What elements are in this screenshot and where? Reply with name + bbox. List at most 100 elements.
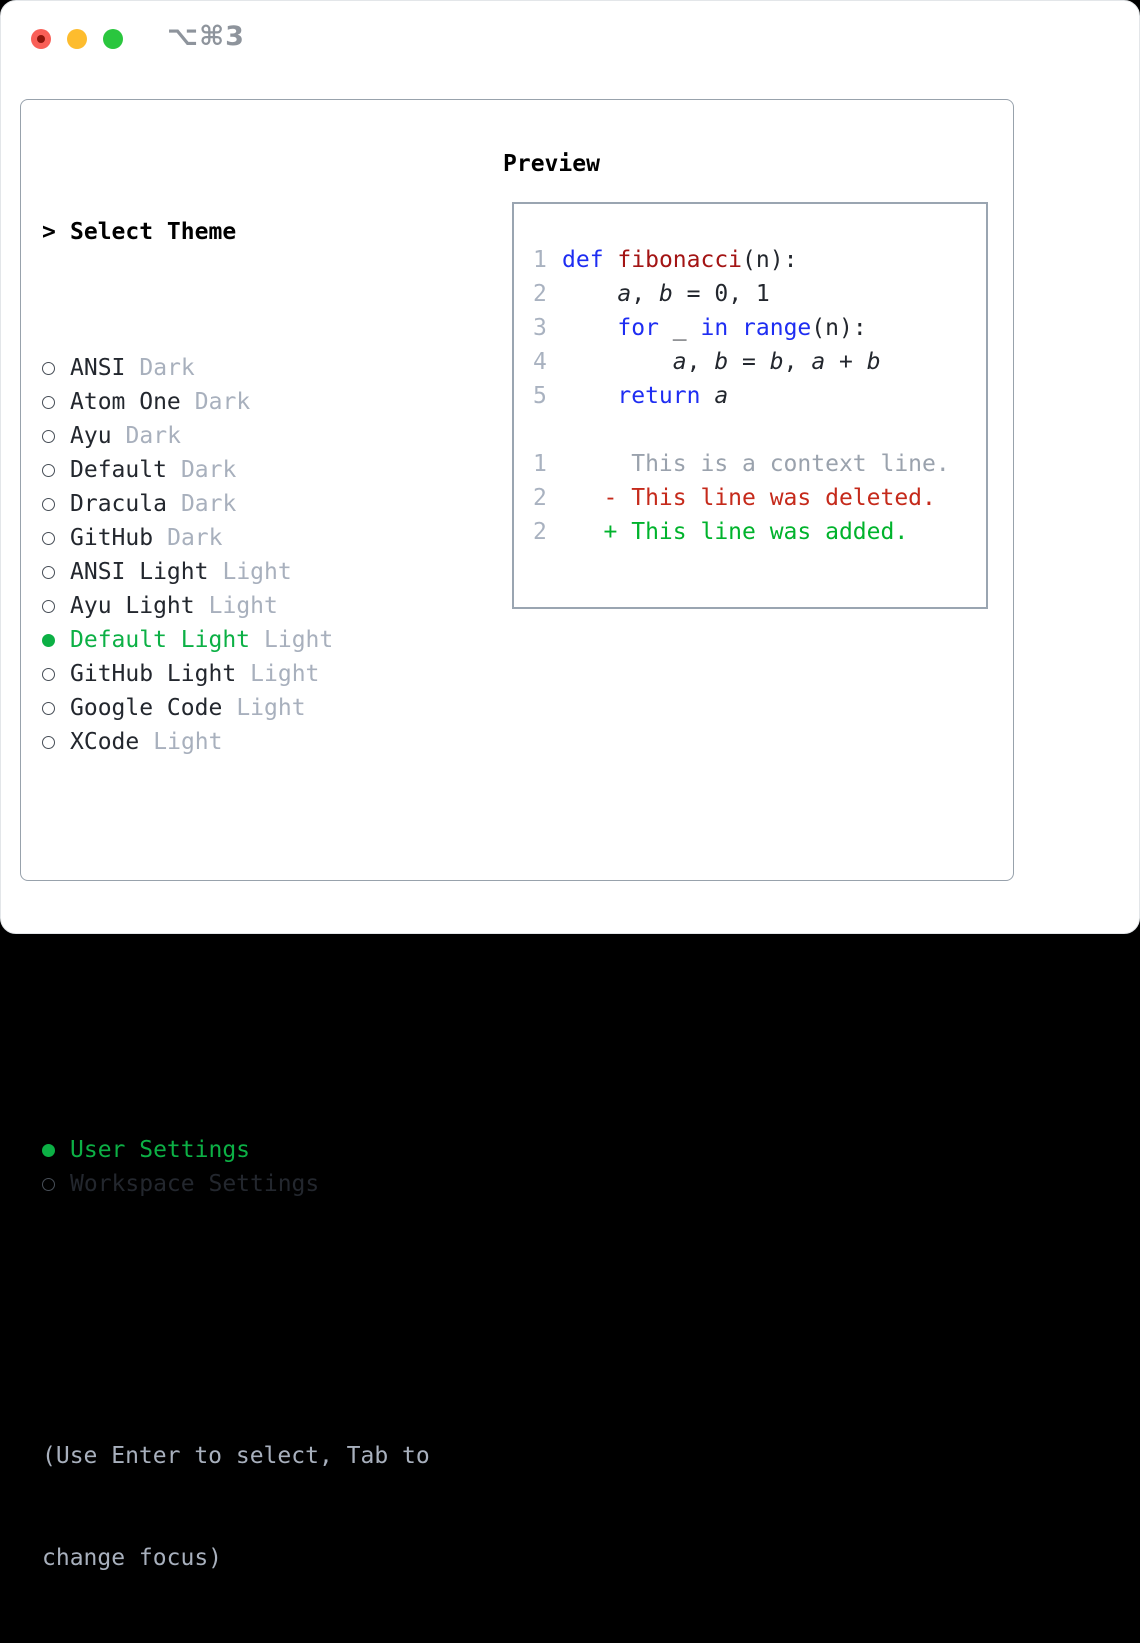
window-title-shortcut: ⌥⌘3 [167, 21, 245, 52]
code-token-var: a [672, 349, 687, 375]
radio-unselected-icon[interactable] [42, 599, 70, 613]
spacer [42, 1303, 430, 1337]
option-label: Atom One [70, 389, 181, 415]
theme-option[interactable]: ANSI Light Light [42, 555, 430, 589]
option-label: Google Code [70, 695, 223, 721]
radio-selected-icon[interactable] [42, 1143, 70, 1157]
code-token-var: a [617, 281, 632, 307]
code-line: 2 + This line was added. [533, 515, 986, 549]
radio-selected-icon[interactable] [42, 633, 70, 647]
radio-unselected-icon[interactable] [42, 361, 70, 375]
code-line: 4 a, b = b, a + b [533, 345, 986, 379]
code-token-plain [562, 383, 617, 409]
radio-unselected-icon[interactable] [42, 395, 70, 409]
radio-circle [42, 1177, 55, 1191]
line-number: 2 [533, 519, 547, 545]
code-token-plain [562, 281, 617, 307]
code-token-var: a [811, 349, 826, 375]
code-token-plain: , [686, 349, 715, 375]
apply-to-header-row: Apply To [42, 997, 430, 1031]
radio-unselected-icon[interactable] [42, 531, 70, 545]
theme-variant-badge: Dark [125, 423, 181, 449]
help-hint-line-2: change focus) [42, 1545, 223, 1571]
radio-circle [42, 599, 55, 613]
code-line: 3 for _ in range(n): [533, 311, 986, 345]
theme-variant-badge: Light [222, 559, 292, 585]
theme-variant-badge: Light [208, 593, 278, 619]
theme-variant-badge: Dark [167, 525, 223, 551]
code-token-plain: = 0, 1 [672, 281, 770, 307]
option-label: ANSI Light [70, 559, 209, 585]
radio-unselected-icon[interactable] [42, 701, 70, 715]
code-token-plain [728, 315, 742, 341]
radio-unselected-icon[interactable] [42, 1177, 70, 1191]
code-token-plain [562, 349, 673, 375]
radio-circle [42, 361, 55, 375]
theme-variant-badge: Dark [180, 491, 237, 517]
option-label: User Settings [70, 1137, 251, 1163]
code-token-kw: def [562, 247, 604, 273]
code-token-plain [700, 383, 714, 409]
radio-circle [42, 1143, 55, 1157]
radio-circle [42, 429, 55, 443]
option-label: Dracula [70, 491, 167, 517]
theme-variant-badge: Dark [194, 389, 251, 415]
code-line: 5 return a [533, 379, 986, 413]
code-token-plain: = [728, 349, 770, 375]
theme-option[interactable]: Google Code Light [42, 691, 430, 725]
radio-unselected-icon[interactable] [42, 463, 70, 477]
line-number: 1 [533, 451, 547, 477]
option-label: Ayu Light [70, 593, 195, 619]
code-token-ctx: This is a context line. [562, 451, 950, 477]
theme-variant-badge: Light [236, 695, 306, 721]
theme-option[interactable]: Dracula Dark [42, 487, 430, 521]
code-token-kw: return [617, 383, 701, 409]
code-token-fn: fibonacci [617, 247, 743, 273]
radio-unselected-icon[interactable] [42, 735, 70, 749]
code-token-kw: range [742, 315, 812, 341]
code-token-var: b [769, 349, 784, 375]
line-number: 4 [533, 349, 547, 375]
theme-variant-badge: Light [264, 627, 334, 653]
option-label: XCode [70, 729, 140, 755]
radio-unselected-icon[interactable] [42, 497, 70, 511]
apply-to-option[interactable]: User Settings [42, 1133, 430, 1167]
radio-circle [42, 633, 55, 647]
help-hint-line-1: (Use Enter to select, Tab to [42, 1443, 430, 1469]
theme-option[interactable]: Atom One Dark [42, 385, 430, 419]
code-line: 2 a, b = 0, 1 [533, 277, 986, 311]
code-token-kw: for [617, 315, 659, 341]
line-number: 1 [533, 247, 547, 273]
preview-header: Preview [503, 151, 600, 177]
code-token-del: - This line was deleted. [562, 485, 936, 511]
radio-unselected-icon[interactable] [42, 565, 70, 579]
code-token-var: b [866, 349, 881, 375]
apply-to-option[interactable]: Workspace Settings [42, 1167, 430, 1201]
traffic-lights [31, 29, 123, 49]
close-button[interactable] [31, 29, 51, 49]
zoom-button[interactable] [103, 29, 123, 49]
radio-unselected-icon[interactable] [42, 667, 70, 681]
theme-option[interactable]: Ayu Light Light [42, 589, 430, 623]
option-label: Workspace Settings [70, 1171, 320, 1197]
radio-circle [42, 395, 55, 409]
radio-circle [42, 735, 55, 749]
radio-unselected-icon[interactable] [42, 429, 70, 443]
option-label: ANSI [70, 355, 126, 381]
theme-list-header-row: > Select Theme [42, 215, 430, 249]
focus-prompt-icon: > [42, 219, 56, 245]
minimize-button[interactable] [67, 29, 87, 49]
code-token-var: a [714, 383, 729, 409]
code-token-var: b [658, 281, 673, 307]
